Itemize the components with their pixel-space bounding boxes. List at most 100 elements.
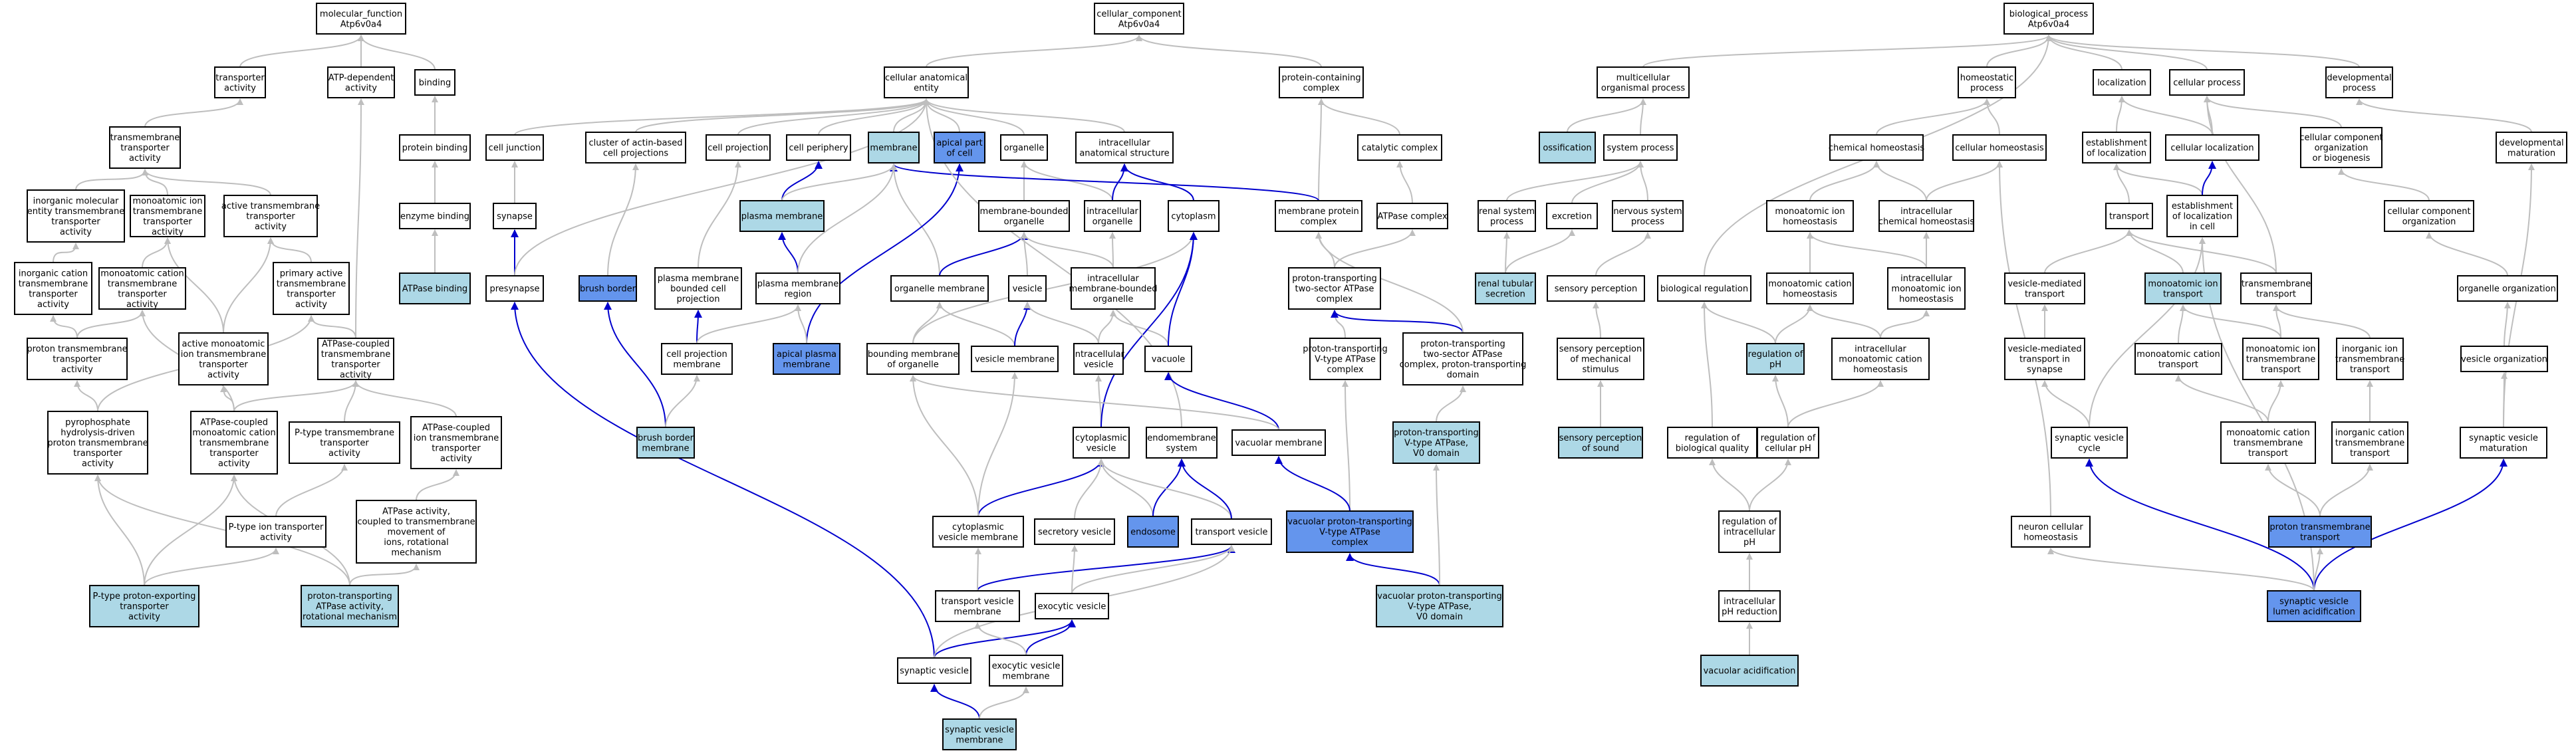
node-label-line: in cell [2190,222,2215,232]
node-label-line: rotational mechanism [303,612,397,622]
go-term-node-primary-active: primary activetransmembranetransporterac… [273,262,350,315]
node-label-line: mechanism [391,548,441,558]
node-label-line: synaptic vesicle [2469,433,2538,443]
edge-regulation_intracell_ph-to-regulation_cellular_ph [1749,459,1791,512]
node-label-line: activity [255,222,287,232]
node-box [301,585,399,627]
node-label-line: stimulus [1582,365,1618,375]
node-label-line: protein binding [402,144,468,154]
node-label-line: homeostasis [2023,532,2078,542]
edge-synaptic_vesicle_membrane-to-synaptic_vesicle [930,684,980,720]
node-box [1557,338,1644,380]
node-box [2460,346,2548,372]
node-label-line: activity [152,227,184,237]
edge-atpase_coupled_monoatomic-to-atpase_coupled_tm [233,380,359,412]
node-label-line: proton-transporting [1420,339,1505,349]
node-label-line: of organelle [887,360,938,370]
edge-pt_two_sector_domain-to-pt_two_sector_complex [1331,310,1464,334]
node-label-line: complex, proton-transporting [1400,360,1527,370]
node-label-line: transporter [246,212,295,222]
node-box [1357,134,1442,161]
node-box [1309,338,1381,380]
edge-active_monoatomic_ion_tm-to-monoatomic_ion_tm [164,237,224,334]
node-label-line: pyrophosphate [65,418,130,428]
edge-transport_vesicle-to-cytoplasmic_vesicle [1098,459,1232,520]
node-box [316,3,406,35]
node-box [585,132,686,163]
node-label-line: synaptic vesicle [2279,597,2349,607]
node-layer: molecular_functionAtp6v0a4cellular_compo… [14,3,2567,750]
node-box [1286,510,1414,553]
node-label-line: intracellular [1087,207,1138,217]
node-label-line: activity [295,300,327,310]
node-label-line: transporter [209,449,259,459]
node-label-line: transmembrane [321,350,391,360]
edge-tm_transport-to-cellular_process [2204,96,2277,274]
node-label-line: membrane [673,360,720,370]
node-label-line: ATPase activity, [316,602,384,612]
node-label-line: bounded cell [670,284,726,294]
node-label-line: transmembrane [108,279,178,289]
node-label-line: transmembrane [2234,439,2303,449]
edge-est_loc_cell-to-cell_localization [2202,161,2216,196]
node-label-line: or biogenesis [2313,154,2371,163]
node-label-line: organelle [1093,217,1133,227]
node-label-line: transport in [2019,355,2070,365]
node-label-line: regulation of [1748,350,1803,360]
node-label-line: membrane [1002,671,1049,681]
node-box [1376,203,1448,229]
node-label-line: monoatomic cation [1768,279,1851,289]
node-label-line: cycle [2078,443,2101,453]
node-box [2268,516,2372,548]
edge-pyrophosphate-to-proton_tm [74,380,98,412]
edge-regulation_biological_quality-to-biological_regulation [1701,302,1713,428]
node-label-line: V-type ATPase [1319,528,1380,538]
go-term-node-secretory-vesicle: secretory vesicle [1034,518,1115,545]
node-box [1718,510,1781,553]
node-label-line: transporter [432,443,481,453]
edge-est_localization-to-localization [2116,96,2125,133]
node-box [866,343,960,375]
node-label-line: organelle [1093,294,1134,304]
node-box [1144,346,1192,372]
node-label-line: active transmembrane [221,201,320,211]
node-label-line: activity [340,370,372,380]
node-label-line: process [1970,83,2003,93]
node-box [932,516,1024,548]
node-label-line: ion transmembrane [181,350,266,360]
node-box [1887,267,1966,310]
node-box [98,267,186,310]
node-box [1392,421,1480,464]
node-label-line: homeostasis [1783,289,1837,299]
node-label-line: V0 domain [1413,449,1460,459]
node-label-line: homeostasis [1853,365,1908,375]
node-box [225,516,326,548]
node-label-line: endosome [1130,528,1176,538]
node-label-line: intracellular [1855,344,1906,354]
edge-pt_atpase_rotational-to-atpase_activity_coupled [349,564,420,586]
node-box [2267,590,2361,622]
node-box [1402,332,1523,385]
node-label-line: transmembrane [2335,355,2405,365]
node-label-line: synaptic vesicle [900,667,969,677]
node-box [1146,427,1218,459]
go-term-node-presynapse: presynapse [485,275,544,302]
edge-pm_region-to-plasma_membrane [778,232,799,274]
